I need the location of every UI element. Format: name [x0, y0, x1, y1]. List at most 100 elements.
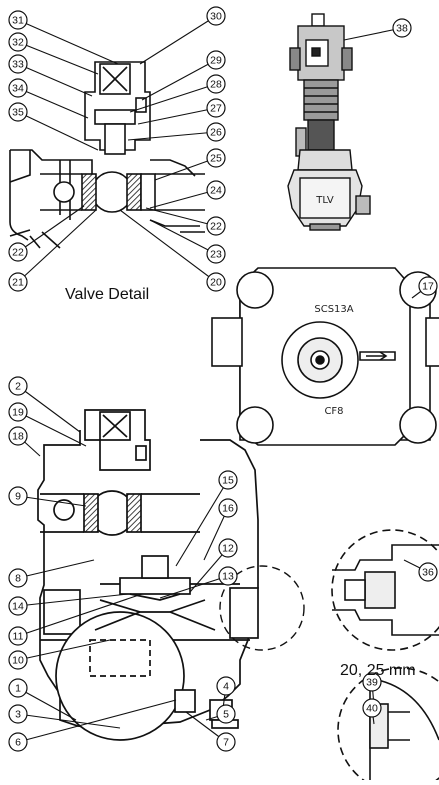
callout-circle [218, 566, 238, 586]
callout-n26: 26 [206, 122, 226, 142]
callout-n35: 35 [8, 102, 28, 122]
callout-circle [8, 596, 28, 616]
callout-n6: 6 [8, 732, 28, 752]
callout-number: 2 [15, 381, 21, 393]
leader-line-n14 [17, 593, 129, 607]
callout-circle [8, 678, 28, 698]
callout-n21: 21 [8, 272, 28, 292]
callout-n10: 10 [8, 650, 28, 670]
callout-circle [8, 32, 28, 52]
callout-circle [206, 98, 226, 118]
callout-number: 6 [15, 737, 21, 749]
callout-n25: 25 [206, 148, 226, 168]
callout-n22a: 22 [8, 242, 28, 262]
callout-number: 12 [222, 543, 234, 555]
leader-line-n34 [17, 87, 89, 119]
callout-circle [8, 102, 28, 122]
callout-circle [216, 732, 236, 752]
callout-n19: 19 [8, 402, 28, 422]
callout-n13: 13 [218, 566, 238, 586]
callout-number: 10 [12, 655, 24, 667]
callout-n15: 15 [218, 470, 238, 490]
callout-number: 33 [12, 59, 24, 71]
callout-bubbles: 3132333435222130292827262524222320381736… [8, 6, 438, 752]
callout-leader-lines [17, 15, 429, 743]
callout-circle [8, 242, 28, 262]
leader-line-n30 [139, 15, 217, 65]
leader-line-n22b [145, 207, 217, 227]
leader-line-n20 [119, 209, 217, 283]
callout-n3: 3 [8, 704, 28, 724]
callout-circle [8, 402, 28, 422]
leader-line-n22a [17, 205, 85, 253]
callout-n5: 5 [216, 704, 236, 724]
leader-line-n11 [17, 593, 143, 637]
seat-detail-drawing [331, 529, 439, 651]
callout-n30: 30 [206, 6, 226, 26]
callout-n33: 33 [8, 54, 28, 74]
callout-number: 25 [210, 153, 222, 165]
callout-number: 38 [396, 23, 408, 35]
leader-line-n12 [189, 547, 229, 593]
leader-line-n21 [17, 209, 97, 283]
leader-line-n13 [159, 575, 229, 599]
leader-line-n24 [149, 189, 217, 209]
callout-circle [418, 276, 438, 296]
callout-circle [8, 568, 28, 588]
callout-number: 11 [13, 631, 24, 643]
leader-line-n35 [17, 111, 99, 151]
callout-circle [8, 732, 28, 752]
callout-circle [418, 562, 438, 582]
callout-number: 14 [12, 601, 24, 613]
valve-detail-caption-text: Valve Detail [65, 286, 150, 303]
callout-circle [206, 180, 226, 200]
callout-n27: 27 [206, 98, 226, 118]
body-stamp-top: SCS13A [314, 304, 353, 315]
callout-circle [8, 626, 28, 646]
callout-n12: 12 [218, 538, 238, 558]
callout-number: 31 [12, 15, 24, 27]
callout-n39: 39 [362, 672, 382, 692]
actuator-assembly-drawing [287, 13, 371, 231]
main-cross-section-drawing [37, 409, 259, 741]
callout-n31: 31 [8, 10, 28, 30]
brand-stamp: TLV [315, 195, 334, 206]
leader-line-n9 [17, 495, 87, 507]
leader-line-n8 [17, 559, 95, 579]
callout-n1: 1 [8, 678, 28, 698]
callout-n11: 11 [8, 626, 28, 646]
callout-n36: 36 [418, 562, 438, 582]
callout-number: 22 [210, 221, 222, 233]
callout-circle [206, 74, 226, 94]
callout-circle [8, 54, 28, 74]
callout-number: 35 [12, 107, 24, 119]
callout-n16: 16 [218, 498, 238, 518]
callout-circle [362, 698, 382, 718]
callout-circle [218, 470, 238, 490]
body-top-view-drawing [211, 267, 439, 446]
callout-n23: 23 [206, 244, 226, 264]
callout-circle [8, 272, 28, 292]
callout-circle [8, 704, 28, 724]
callout-number: 20 [210, 277, 222, 289]
callout-number: 8 [15, 573, 21, 585]
leader-line-n1 [17, 687, 77, 721]
callout-circle [362, 672, 382, 692]
callout-n24: 24 [206, 180, 226, 200]
drain-detail-drawing [337, 667, 439, 785]
callout-number: 21 [12, 277, 24, 289]
callout-number: 1 [15, 683, 21, 695]
leader-line-n33 [17, 63, 93, 97]
callout-circle [216, 704, 236, 724]
callout-number: 27 [210, 103, 222, 115]
callout-n34: 34 [8, 78, 28, 98]
leader-line-n6 [17, 699, 177, 743]
callout-number: 22 [12, 247, 24, 259]
callout-circle [8, 486, 28, 506]
callout-number: 34 [12, 83, 24, 95]
callout-number: 15 [222, 475, 234, 487]
callout-n20: 20 [206, 272, 226, 292]
callout-number: 5 [223, 709, 229, 721]
